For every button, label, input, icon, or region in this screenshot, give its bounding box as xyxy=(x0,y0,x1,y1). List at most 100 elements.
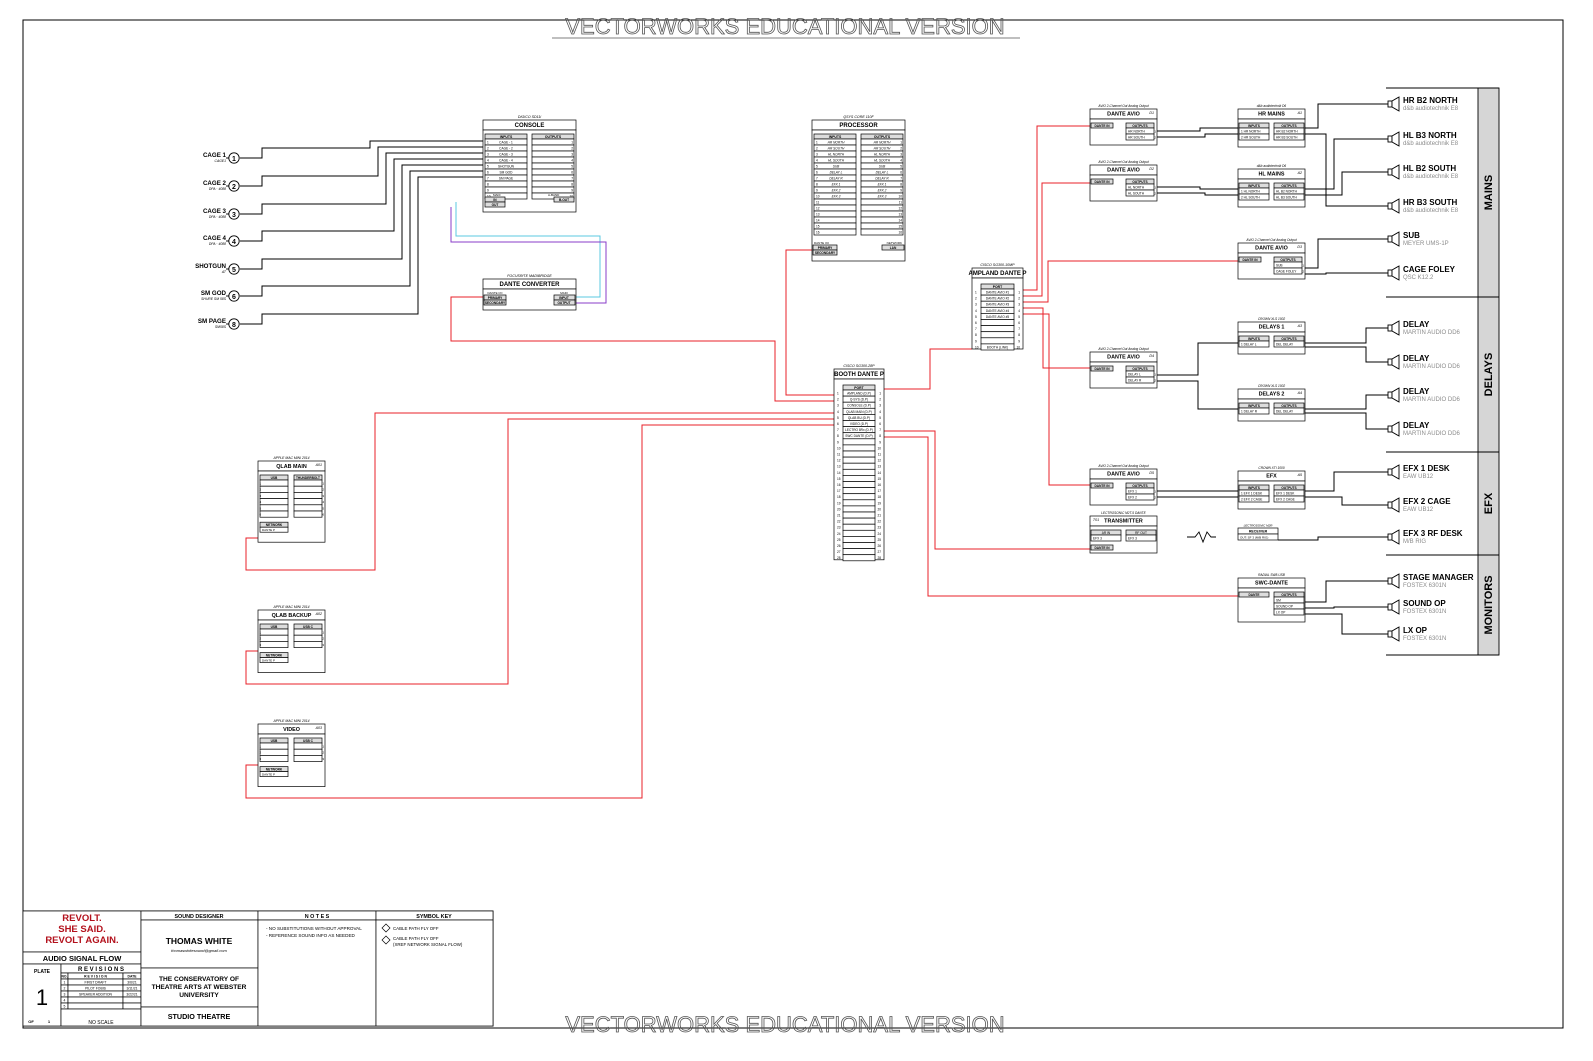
row-number: 6 xyxy=(816,171,818,175)
dante-in-label: DANTE IN xyxy=(1094,367,1110,371)
device-model: d&b audiotechnik D6 xyxy=(1257,164,1287,168)
outputs-header-label: OUTPUTS xyxy=(1132,124,1147,128)
console-device: DIGICO SD11iCONSOLESD11iINPUTSOUTPUTS11C… xyxy=(482,115,577,213)
port-number: 24 xyxy=(837,532,841,536)
inputs-header xyxy=(1238,591,1270,598)
port-row xyxy=(980,343,1015,351)
aes-label: A-BAND xyxy=(548,193,560,197)
dante-cable-avio1 xyxy=(1023,125,1091,291)
input-label: INPUT xyxy=(559,296,569,300)
dante-cable-transmitter xyxy=(884,430,1091,550)
port-header-label: PORT xyxy=(854,386,864,390)
port-row xyxy=(293,748,323,756)
device-tag: D3 xyxy=(1297,245,1302,249)
port-number: 11 xyxy=(837,453,841,457)
speaker-name: HL B2 SOUTH xyxy=(1403,164,1456,173)
port-label: DANTE AVIO #3 xyxy=(986,303,1010,307)
lan-port xyxy=(881,244,905,251)
secondary-label: SECONDARY xyxy=(485,301,506,305)
inputs-header-label: INPUTS xyxy=(829,135,842,139)
port-number: 3 xyxy=(1018,303,1020,307)
dante-port-label: DANTE P xyxy=(262,659,275,663)
rev-value: 3/6/21 xyxy=(127,981,137,985)
device-title: HL MAINS xyxy=(1259,172,1285,178)
device-tag: A02 xyxy=(315,612,322,616)
port-number: 4 xyxy=(1018,309,1020,313)
rev-cell xyxy=(67,996,124,1004)
usb-header-label: USB xyxy=(271,739,278,743)
lan-label: LAN xyxy=(890,246,897,250)
port-number: 26 xyxy=(877,544,881,548)
device-model: QSYS CORE 110F xyxy=(843,115,874,119)
input-row xyxy=(813,198,857,206)
rev-value: 3/11/21 xyxy=(126,987,137,991)
row-number: 2 xyxy=(487,147,489,151)
device-model: APPLE MAC MINI 2014 xyxy=(273,456,310,460)
note-line: - NO SUBSTITUTIONS WITHOUT APPROVAL xyxy=(266,926,362,931)
processor-input-label: HL NORTH xyxy=(828,153,845,157)
row-number: 2 xyxy=(1154,136,1156,140)
rev-value: 4 xyxy=(64,999,66,1003)
row-number: 1 xyxy=(260,745,262,749)
row-number: 10 xyxy=(816,195,820,199)
row-number: 2 xyxy=(260,637,262,641)
outputs-header-label: OUTPUTS xyxy=(1281,184,1296,188)
row-number: 10 xyxy=(898,195,902,199)
input-row xyxy=(1238,193,1270,201)
speaker-model: EAW UB12 xyxy=(1403,507,1434,513)
speaker-name: LX OP xyxy=(1403,626,1428,635)
port-number: 27 xyxy=(877,550,881,554)
inputs-header-label: INPUTS xyxy=(1248,404,1260,408)
usb-row xyxy=(259,755,289,762)
rev-col-label: R E V I S I O N xyxy=(84,975,107,979)
amp-input-label: 2 EFX 2 CAGE xyxy=(1241,498,1262,502)
row-number: 5 xyxy=(322,506,324,510)
port-number: 6 xyxy=(879,422,881,426)
speaker-cone-icon xyxy=(1391,131,1400,147)
speaker-cone-icon xyxy=(1391,354,1400,370)
analog-cable xyxy=(1157,342,1238,376)
port-number: 7 xyxy=(1018,327,1020,331)
port-row xyxy=(842,536,876,543)
rev-cell xyxy=(67,1002,124,1010)
row-number: 1 xyxy=(260,482,262,486)
speaker-cable xyxy=(1304,133,1388,207)
processor-output-label: EFX 2 xyxy=(878,189,887,193)
dante-in-port xyxy=(1090,122,1114,129)
school-line: THEATRE ARTS AT WEBSTER xyxy=(152,984,247,991)
watermark-bottom: VECTORWORKS EDUCATIONAL VERSION xyxy=(565,1012,1004,1037)
row-number: 2 xyxy=(1154,192,1156,196)
analog-cable xyxy=(240,176,483,325)
port-number: 2 xyxy=(879,398,881,402)
speaker-name: SUB xyxy=(1403,231,1420,240)
port-number: 2 xyxy=(837,398,839,402)
speaker-cone-icon xyxy=(1391,529,1400,545)
port-row xyxy=(293,492,323,499)
port-row xyxy=(293,510,323,518)
speaker-name: EFX 2 CAGE xyxy=(1403,497,1451,506)
row-number: 2 xyxy=(816,147,818,151)
console-input-label: SM PAGE xyxy=(499,177,513,181)
speaker-cable xyxy=(1304,580,1388,603)
processor-input-label: EFX 2 xyxy=(832,189,841,193)
usb-header-label: USB xyxy=(271,625,278,629)
dante-cable-avio3 xyxy=(1023,260,1239,303)
device-model: CISCO SG300-28P xyxy=(843,364,875,368)
port-number: 15 xyxy=(837,477,841,481)
port-header-label: USB C xyxy=(303,739,314,743)
amp-output-label: DEL DELAY xyxy=(1276,410,1294,414)
processor-output-label: DELAY L xyxy=(876,171,889,175)
device-layer: DIGICO SD11iCONSOLESD11iINPUTSOUTPUTS11C… xyxy=(257,104,1306,787)
speaker-cable xyxy=(1304,613,1388,635)
port-number: 5 xyxy=(975,315,977,319)
amp-input-label: 1 HL NORTH xyxy=(1241,190,1260,194)
row-number: 1 xyxy=(1154,373,1156,377)
row-number: 9 xyxy=(900,189,902,193)
port-number: 10 xyxy=(975,345,979,349)
device-title: QLAB MAIN xyxy=(276,464,307,470)
row-number: 4 xyxy=(571,159,573,163)
inputs-header-label: DANTE xyxy=(1249,593,1260,597)
port-number: 23 xyxy=(837,526,841,530)
